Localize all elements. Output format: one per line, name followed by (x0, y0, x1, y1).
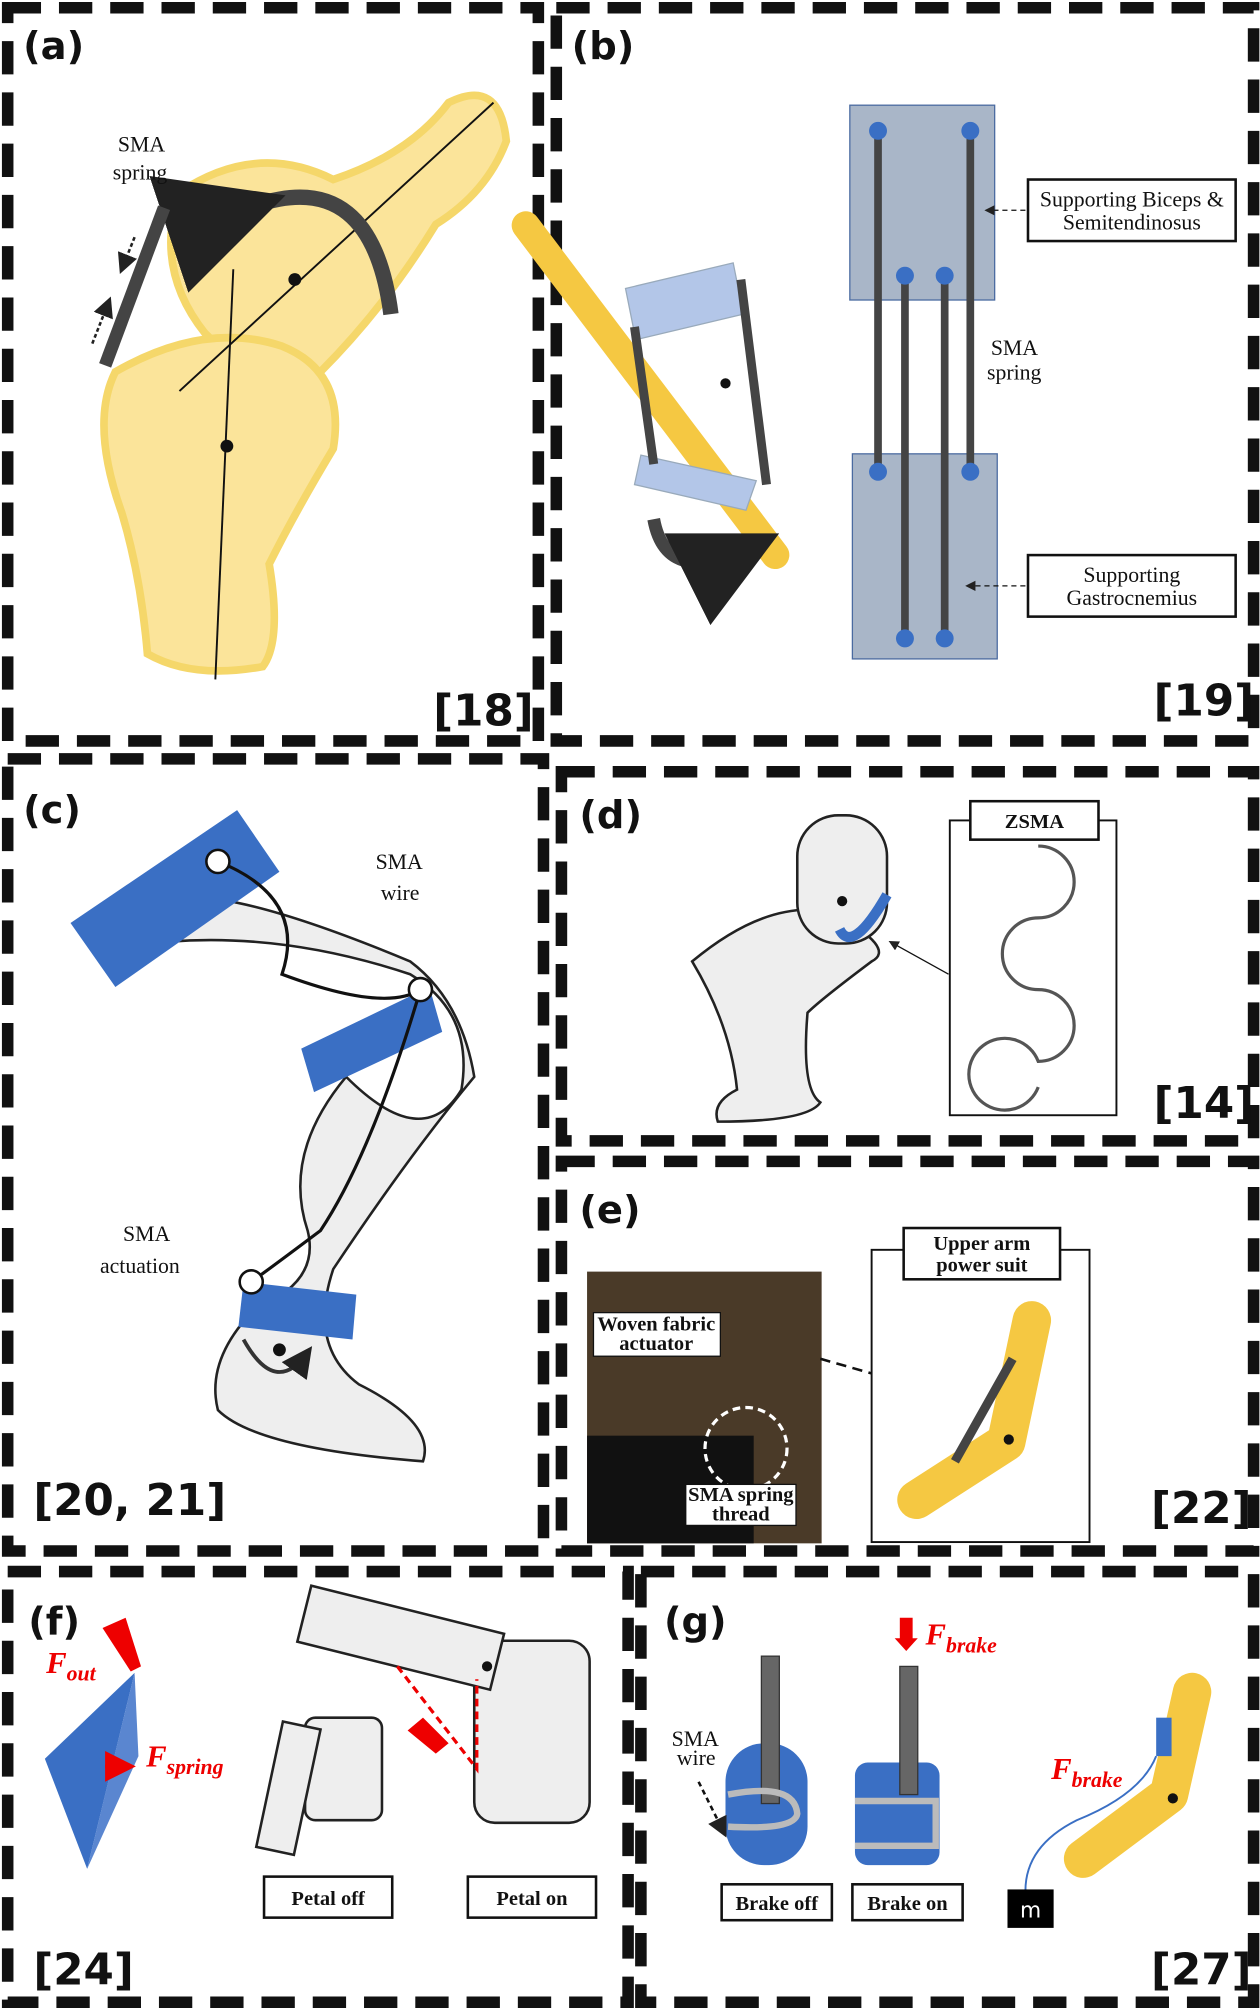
box-text: Supporting (1083, 563, 1180, 587)
wire-label: wire (381, 881, 420, 905)
panel-label: (c) (23, 788, 81, 833)
panel-b: (b) Supporting Biceps & Semitendinosus S… (511, 24, 1254, 726)
panel-label: (g) (664, 1599, 727, 1644)
reference: [27] (1151, 1945, 1251, 1995)
knee-joint (795, 814, 889, 945)
panel-e: (e) Woven fabric actuator SMA spring thr… (579, 1188, 1252, 1544)
actuation-label: SMA (123, 1222, 170, 1246)
panel-g-frame (635, 1565, 1260, 2009)
box-text: Supporting Biceps & (1040, 187, 1224, 211)
brake-on-label: Brake on (867, 1893, 948, 1915)
reference: [20, 21] (33, 1476, 226, 1526)
fabric-label: Woven fabric (597, 1314, 715, 1336)
wire-label: SMA (376, 850, 423, 874)
thigh-cuff (70, 810, 280, 988)
wire-label: wire (677, 1746, 716, 1770)
panel-label: (a) (23, 24, 84, 69)
actuation-label: actuation (100, 1254, 180, 1278)
lower-support-plate (851, 453, 998, 660)
panel-g: (g) Fbrake SMA wire Brake off Brake on m… (664, 1599, 1252, 1995)
box-text: Gastrocnemius (1066, 586, 1197, 610)
ankle-cuff (238, 1281, 357, 1340)
box-text: Semitendinosus (1063, 211, 1201, 235)
label-box-gastrocnemius (1026, 553, 1237, 618)
mass-label: m (1020, 1899, 1041, 1924)
f-brake-limb-label: Fbrake (1050, 1752, 1123, 1792)
fabric-label: actuator (619, 1333, 693, 1355)
panel-b-frame (550, 1, 1260, 747)
zsma-label: ZSMA (1005, 811, 1064, 833)
petal-off-label: Petal off (291, 1888, 366, 1910)
panel-f-frame (1, 1565, 634, 2009)
rotation-arrow-icon (149, 175, 399, 316)
panel-label: (d) (579, 793, 642, 838)
thread-label: SMA spring (688, 1484, 794, 1506)
knee-cuff (301, 987, 443, 1093)
f-brake-label: Fbrake (924, 1618, 997, 1658)
spring-label: spring (113, 161, 168, 185)
label-box-biceps (1026, 178, 1237, 243)
panel-label: (f) (28, 1599, 80, 1644)
zsma-box (948, 819, 1118, 1117)
brake-on-box (851, 1883, 964, 1922)
panel-d-frame (555, 765, 1260, 1147)
limb-link (1063, 1672, 1212, 1878)
reference: [22] (1151, 1484, 1251, 1534)
spring-label: spring (987, 360, 1042, 384)
wire-label: SMA (672, 1727, 719, 1751)
suit-label: power suit (936, 1255, 1027, 1277)
panel-c-frame (1, 753, 550, 1557)
panel-a: (a) SMA spring [18] (23, 24, 534, 737)
rotation-arrow-icon (647, 517, 780, 626)
f-out-label: Fout (45, 1646, 97, 1686)
reference: [18] (433, 687, 533, 737)
panel-d: (d) ZSMA [14] (579, 793, 1254, 1129)
petal-off-box (262, 1875, 394, 1919)
panel-label: (e) (579, 1188, 640, 1233)
panel-e-frame (555, 1155, 1260, 1557)
petal-arm (295, 1584, 506, 1692)
brake-off-box (720, 1883, 834, 1922)
panel-label: (b) (572, 24, 635, 69)
petal-on-label: Petal on (496, 1888, 568, 1910)
sma-label: SMA (991, 336, 1038, 360)
tibia-bone (100, 333, 340, 675)
suit-label: Upper arm (933, 1233, 1030, 1255)
f-spring-label: Fspring (145, 1739, 224, 1779)
petal-on-box (466, 1875, 598, 1919)
petal-on-body (472, 1639, 591, 1825)
reference: [19] (1154, 676, 1254, 726)
brake-off-label: Brake off (735, 1893, 819, 1915)
petal-mechanism (44, 1672, 135, 1869)
brake-on-drum (854, 1762, 940, 1866)
panel-f: (f) Fout Fspring Petal off Petal on [24] (28, 1584, 598, 1995)
sma-label: SMA (118, 132, 165, 156)
zsma-coil (967, 844, 1076, 1112)
reference: [24] (33, 1945, 133, 1995)
reference: [14] (1154, 1079, 1254, 1129)
thread-label: thread (712, 1503, 770, 1525)
mass-block (1007, 1889, 1054, 1928)
panel-c: (c) SMA wire SMA actuation [20, 21] (23, 788, 476, 1526)
sma-spring (99, 205, 171, 368)
panel-a-frame (1, 1, 545, 747)
force-arrow-icon (102, 1617, 141, 1672)
